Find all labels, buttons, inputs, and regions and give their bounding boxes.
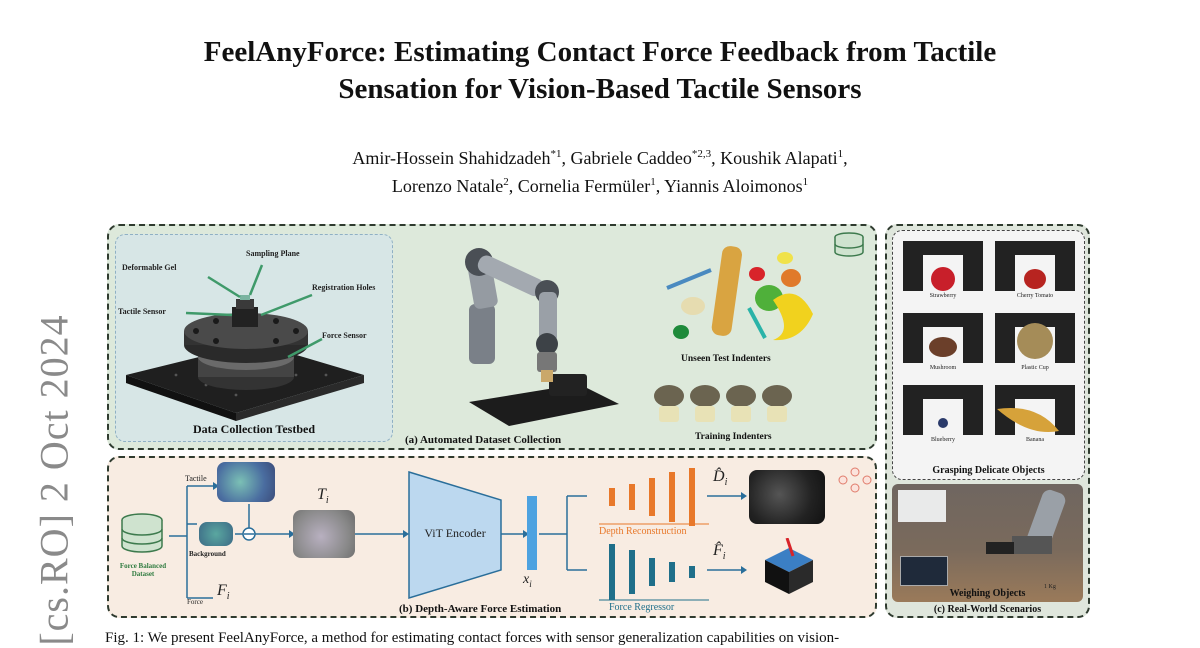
d-hat-sub: i [724,477,728,489]
force-label: Force [187,598,203,606]
tactile-image [217,462,275,502]
f-hat-symbol: F̂i [713,542,726,562]
weight-readout: 1 Kg [1044,584,1056,590]
grasping-illustrations [903,241,1075,435]
monitor-screen [898,490,946,522]
label-sampling-plane: Sampling Plane [246,249,300,258]
tactile-label: Tactile [185,474,207,483]
scale-display [900,556,948,586]
author-affiliation: 2 [503,176,509,188]
background-label: Background [189,550,226,558]
title-line-2: Sensation for Vision-Based Tactile Senso… [338,73,862,105]
background-image [199,522,233,546]
training-indenters-caption: Training Indenters [695,432,772,442]
author-name: Gabriele Caddeo [570,148,692,168]
figure-1: Deformable Gel Sampling Plane Registrati… [100,218,1100,623]
f-hat-sub: i [722,551,726,563]
author-name: Cornelia Fermüler [517,176,651,196]
author-separator: , [843,148,848,168]
object-blueberry: Blueberry [931,437,955,443]
author-separator: , [508,176,518,196]
object-banana: Banana [1026,437,1044,443]
dataset-label: Force Balanced Dataset [115,562,171,578]
label-deformable-gel: Deformable Gel [122,263,177,272]
object-strawberry: Strawberry [929,293,957,299]
panel-a-caption: (a) Automated Dataset Collection [405,434,562,446]
robot-arm-illustration [465,248,619,426]
object-plastic-cup: Plastic Cup [1021,365,1049,371]
arxiv-stamp-text: [cs.RO] 2 Oct 2024 [31,314,77,646]
figure-caption: Fig. 1: We present FeelAnyForce, a metho… [105,630,840,646]
paper-title: FeelAnyForce: Estimating Contact Force F… [100,34,1100,108]
weighing-photo: 1 Kg Weighing Objects [892,484,1083,602]
force-symbol-letter: F [217,582,227,599]
unseen-indenters-caption: Unseen Test Indenters [681,354,771,364]
title-line-1: FeelAnyForce: Estimating Contact Force F… [203,36,997,68]
author-affiliation: *2,3 [691,148,712,160]
force-symbol-sub: i [226,591,230,603]
d-hat-letter: D̂ [713,468,725,485]
author-separator: , [655,176,665,196]
xi-symbol: xi [523,572,532,589]
panel-c-caption: (c) Real-World Scenarios [933,604,1042,615]
d-hat-symbol: D̂i [713,468,727,488]
label-tactile-sensor: Tactile Sensor [118,307,166,316]
dataset-label-line-2: Dataset [131,570,155,578]
testbed-subpanel: Deformable Gel Sampling Plane Registrati… [115,234,393,442]
author-affiliation: 1 [650,176,656,188]
author-list: Amir-Hossein Shahidzadeh*1, Gabriele Cad… [100,142,1100,198]
force-output-cube [765,538,813,594]
unseen-indenters-illustration [666,246,813,341]
grasping-subpanel: Strawberry Cherry Tomato Mushroom Plasti… [892,230,1085,480]
author-name: Lorenzo Natale [391,176,504,196]
f-hat-letter: F̂ [713,542,723,559]
dataset-icon [121,513,163,553]
ti-symbol-letter: T [317,486,326,503]
force-symbol: Fi [217,582,230,602]
encoder-label: ViT Encoder [424,526,486,540]
author-separator: , [711,148,721,168]
author-affiliation: *1 [550,148,562,160]
label-registration-holes: Registration Holes [312,283,376,292]
panel-depth-aware-force-estimation: Tactile Background Force Balanced Datase… [107,456,877,618]
author-affiliation: 1 [802,176,809,188]
weighing-robot [986,489,1066,554]
network-icon [838,467,872,493]
ti-symbol: Ti [317,486,329,506]
object-mushroom: Mushroom [929,365,957,371]
arxiv-stamp: [cs.RO] 2 Oct 2024 [18,314,90,646]
pipeline-arrows [121,467,872,601]
author-name: Yiannis Aloimonos [664,176,803,196]
xi-symbol-sub: i [529,578,532,589]
author-separator: , [561,148,571,168]
ti-symbol-sub: i [325,495,329,507]
ti-image [293,510,355,558]
testbed-illustration [126,264,364,421]
database-icon [834,232,864,257]
depth-output-image [749,470,825,524]
label-force-sensor: Force Sensor [322,331,367,340]
object-cherry-tomato: Cherry Tomato [1016,293,1054,299]
author-name: Amir-Hossein Shahidzadeh [352,148,551,168]
force-regressor-label: Force Regressor [609,602,675,613]
panel-automated-dataset-collection: Deformable Gel Sampling Plane Registrati… [107,224,877,450]
grasping-caption: Grasping Delicate Objects [932,465,1045,476]
dataset-label-line-1: Force Balanced [119,562,167,570]
author-affiliation: 1 [837,148,844,160]
weighing-caption: Weighing Objects [949,588,1026,599]
xi-symbol-letter: x [523,572,530,587]
panel-b-caption: (b) Depth-Aware Force Estimation [399,603,562,615]
testbed-caption: Data Collection Testbed [192,422,315,436]
training-indenters-illustration [654,385,792,422]
author-name: Koushik Alapati [720,148,838,168]
depth-reconstruction-label: Depth Reconstruction [599,526,687,537]
panel-real-world-scenarios: Strawberry Cherry Tomato Mushroom Plasti… [885,224,1090,618]
